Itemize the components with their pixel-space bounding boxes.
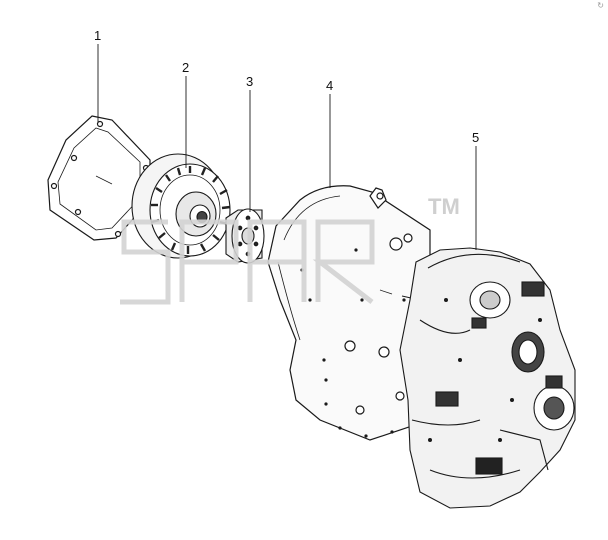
callout-3: 3 — [246, 74, 253, 89]
callout-1: 1 — [94, 28, 101, 43]
torque-converter-part — [131, 153, 231, 259]
converter-housing-part — [267, 185, 431, 441]
transmission-part — [399, 247, 576, 509]
hub-adapter-part — [225, 208, 265, 264]
watermark-trademark: TM — [428, 194, 460, 219]
callout-2: 2 — [182, 60, 189, 75]
callout-4: 4 — [326, 78, 333, 93]
callout-5: 5 — [472, 130, 479, 145]
watermark — [120, 219, 375, 305]
leader-lines — [97, 44, 477, 250]
flexplate-part — [47, 115, 151, 241]
corner-mark: ↻ — [597, 1, 604, 10]
